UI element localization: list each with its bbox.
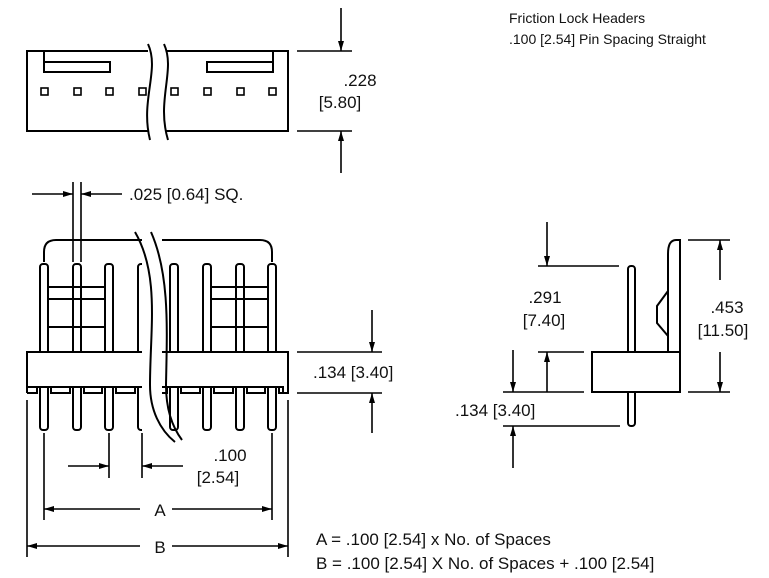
overall-height-mm: [11.50] [698, 321, 749, 340]
side-view: .291 [7.40] .453 [11.50] .134 [3.40] [455, 222, 748, 468]
front-pin [267, 263, 277, 431]
overall-height-inch: .453 [710, 298, 743, 317]
front-break-left [134, 231, 176, 443]
top-pin-square [40, 87, 49, 96]
top-view-latch-right [206, 51, 274, 73]
top-height-inch: .228 [343, 71, 376, 90]
top-pin-square [203, 87, 212, 96]
top-pin-square [236, 87, 245, 96]
front-pin [72, 263, 82, 431]
pin-size-label: .025 [0.64] SQ. [129, 185, 243, 204]
side-pin [627, 265, 636, 427]
front-pin [169, 263, 179, 431]
title-line-1: Friction Lock Headers [509, 10, 645, 26]
top-pin-square [73, 87, 82, 96]
top-view: .228 [5.80] [26, 8, 377, 173]
top-view-pins [40, 87, 277, 96]
top-view-latch-left [43, 51, 111, 73]
top-pin-square [170, 87, 179, 96]
title-line-2: .100 [2.54] Pin Spacing Straight [509, 31, 706, 47]
pitch-inch: .100 [213, 446, 246, 465]
top-pin-square [268, 87, 277, 96]
front-pin [235, 263, 245, 431]
dim-a-label: A [154, 501, 166, 520]
front-view: .025 [0.64] SQ. .134 [3.40] .100 [2.54] … [26, 182, 393, 557]
break-line-right [163, 43, 169, 141]
front-pin [104, 263, 114, 431]
formula-b: B = .100 [2.54] X No. of Spaces + .100 [… [316, 554, 654, 573]
formula-a: A = .100 [2.54] x No. of Spaces [316, 530, 551, 549]
front-break-right [150, 231, 183, 441]
front-pin [39, 263, 49, 431]
pitch-mm: [2.54] [197, 468, 240, 487]
side-latch [667, 239, 681, 352]
upper-pin-mm: [7.40] [523, 311, 566, 330]
break-line-left [146, 43, 153, 141]
lower-pin-label: .134 [3.40] [455, 401, 535, 420]
body-height-label: .134 [3.40] [313, 363, 393, 382]
top-height-mm: [5.80] [319, 93, 362, 112]
side-housing [591, 351, 681, 393]
front-view-pins [39, 263, 277, 431]
front-pin [202, 263, 212, 431]
upper-pin-inch: .291 [528, 288, 561, 307]
top-pin-square [138, 87, 147, 96]
side-latch-bump [656, 290, 669, 337]
top-pin-square [105, 87, 114, 96]
dim-b-label: B [154, 538, 165, 557]
